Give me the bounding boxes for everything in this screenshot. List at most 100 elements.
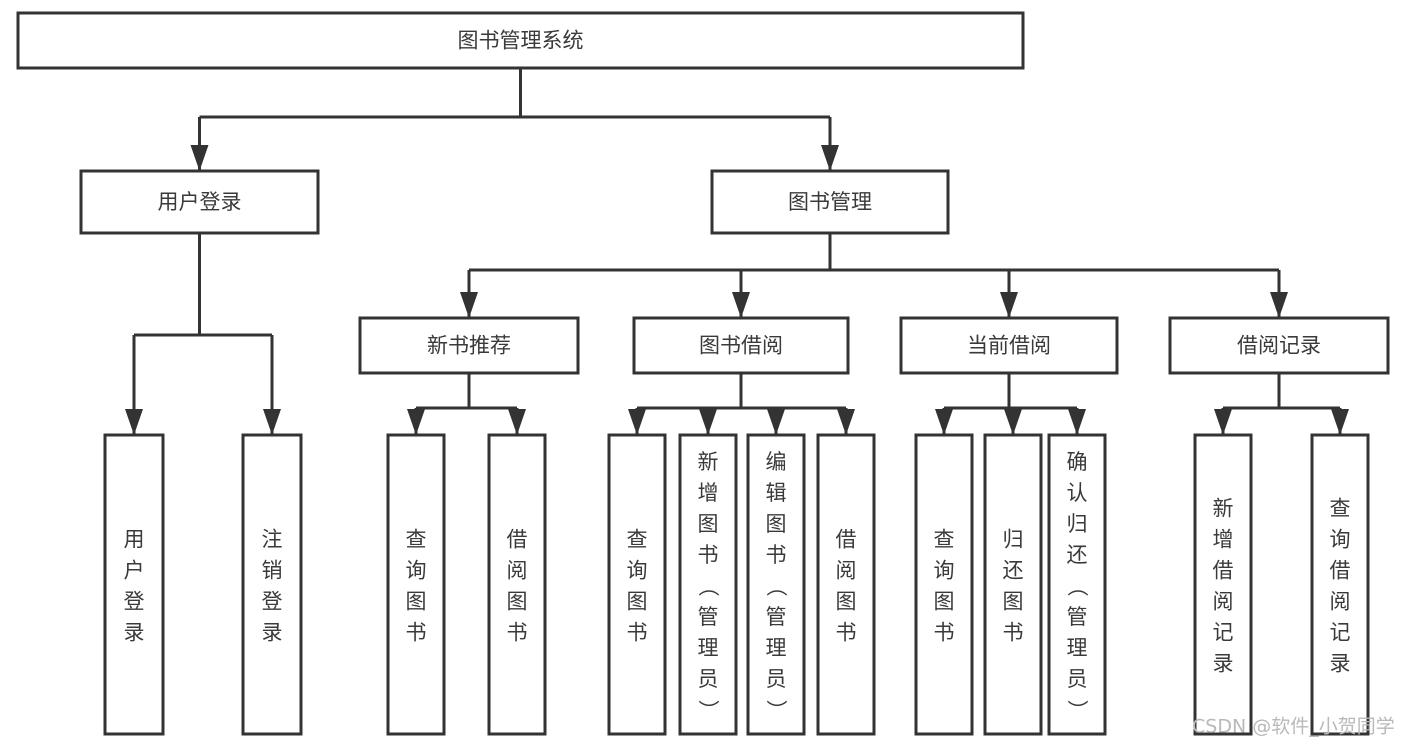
node-leaf-query-borrow-record-label-char: 记 [1330, 621, 1351, 645]
node-leaf-return-book-label-char: 还 [1003, 559, 1024, 583]
node-leaf-query-borrow-record[interactable]: 查询借阅记录查询借阅记录 [1310, 433, 1370, 736]
node-leaf-logout-login[interactable]: 注销登录注销登录 [241, 433, 303, 736]
node-user-login[interactable]: 用户登录 [79, 169, 320, 235]
arrow-head-icon [935, 409, 953, 435]
node-current-borrow-box[interactable] [899, 316, 1119, 375]
node-leaf-add-borrow-record[interactable]: 新增借阅记录新增借阅记录 [1193, 433, 1253, 736]
arrow-head-icon [508, 409, 526, 435]
node-leaf-logout-login-box[interactable] [241, 433, 303, 736]
node-current-borrow[interactable]: 当前借阅 [899, 316, 1119, 375]
node-book-manage-box[interactable] [710, 169, 950, 235]
node-new-book-recommend-box[interactable] [358, 316, 580, 375]
node-leaf-confirm-return-label-char: 理 [1067, 636, 1088, 660]
node-root-box[interactable] [16, 11, 1025, 70]
node-leaf-logout-login-label-char: 录 [262, 621, 283, 645]
node-leaf-return-book-label-char: 书 [1003, 621, 1024, 645]
node-new-book-recommend-label: 新书推荐 [427, 334, 511, 358]
node-leaf-query-book-1[interactable]: 查询图书查询图书 [386, 433, 446, 736]
node-layer: 图书管理系统用户登录图书管理新书推荐图书借阅当前借阅借阅记录用户登录用户登录注销… [16, 11, 1390, 736]
node-leaf-edit-book-label-char: 图 [766, 512, 787, 536]
node-leaf-confirm-return-label-char: 员 [1067, 667, 1088, 691]
node-leaf-borrow-book-2-label-char: 图 [836, 590, 857, 614]
node-root-label: 图书管理系统 [458, 29, 584, 53]
node-leaf-borrow-book-2-label-char: 书 [836, 621, 857, 645]
node-leaf-borrow-book-1-label-char: 图 [507, 590, 528, 614]
node-leaf-add-book-label-char: 理 [698, 636, 719, 660]
node-leaf-query-book-3-box[interactable] [914, 433, 974, 736]
csdn-watermark: CSDN @软件_小贺同学 [1192, 716, 1395, 738]
node-leaf-return-book-label-char: 图 [1003, 590, 1024, 614]
node-leaf-query-book-3-label-char: 查 [934, 528, 955, 552]
node-leaf-confirm-return-label-char: 归 [1067, 512, 1088, 536]
node-leaf-borrow-book-2-box[interactable] [816, 433, 876, 736]
node-leaf-add-book-label-char: 新 [698, 450, 719, 474]
node-leaf-query-borrow-record-label-char: 借 [1330, 559, 1351, 583]
node-leaf-add-book-label-char: 书 [698, 543, 719, 567]
node-leaf-query-book-2-label-char: 询 [627, 559, 648, 583]
node-leaf-return-book[interactable]: 归还图书归还图书 [983, 433, 1043, 736]
node-borrow-record-box[interactable] [1168, 316, 1390, 375]
node-leaf-add-book-label-char: 管 [698, 605, 719, 629]
arrow-head-icon [837, 409, 855, 435]
node-book-borrow[interactable]: 图书借阅 [632, 316, 850, 375]
node-leaf-user-login-label-char: 登 [124, 590, 145, 614]
node-leaf-add-borrow-record-label-char: 录 [1213, 652, 1234, 676]
node-new-book-recommend[interactable]: 新书推荐 [358, 316, 580, 375]
node-leaf-logout-login-label-char: 注 [262, 528, 283, 552]
node-leaf-edit-book-label-char: 管 [766, 605, 787, 629]
node-borrow-record-label: 借阅记录 [1237, 334, 1321, 358]
node-leaf-query-book-1-label-char: 询 [406, 559, 427, 583]
node-leaf-add-book-label-char: 员 [698, 667, 719, 691]
node-leaf-query-book-2-label-char: 图 [627, 590, 648, 614]
node-current-borrow-label: 当前借阅 [967, 334, 1051, 358]
node-leaf-user-login[interactable]: 用户登录用户登录 [103, 433, 165, 736]
node-leaf-query-book-1-label-char: 图 [406, 590, 427, 614]
arrow-head-icon [699, 409, 717, 435]
node-book-borrow-label: 图书借阅 [699, 334, 783, 358]
node-leaf-edit-book-label-char: 理 [766, 636, 787, 660]
node-leaf-query-book-3-label-char: 图 [934, 590, 955, 614]
node-leaf-user-login-label-char: 户 [124, 559, 145, 583]
node-leaf-borrow-book-1-box[interactable] [487, 433, 547, 736]
node-leaf-query-book-1-box[interactable] [386, 433, 446, 736]
node-book-manage[interactable]: 图书管理 [710, 169, 950, 235]
node-book-borrow-box[interactable] [632, 316, 850, 375]
node-leaf-query-borrow-record-box[interactable] [1310, 433, 1370, 736]
node-book-manage-label: 图书管理 [788, 190, 872, 214]
node-leaf-add-book-label-char: ） [696, 700, 720, 721]
node-leaf-confirm-return-box[interactable] [1047, 433, 1107, 736]
arrow-head-icon [263, 409, 281, 435]
node-leaf-add-borrow-record-label-char: 新 [1213, 497, 1234, 521]
node-leaf-add-book-box[interactable] [678, 433, 738, 736]
node-leaf-edit-book-label-char: 辑 [766, 481, 787, 505]
node-leaf-query-book-3[interactable]: 查询图书查询图书 [914, 433, 974, 736]
arrow-head-icon [125, 409, 143, 435]
node-leaf-edit-book-label-char: ） [764, 700, 788, 721]
node-leaf-confirm-return-label-char: ） [1065, 700, 1089, 721]
node-leaf-user-login-box[interactable] [103, 433, 165, 736]
node-leaf-return-book-box[interactable] [983, 433, 1043, 736]
arrow-head-icon [1214, 409, 1232, 435]
arrow-head-icon [460, 292, 478, 318]
node-leaf-query-borrow-record-label-char: 询 [1330, 528, 1351, 552]
node-leaf-add-borrow-record-label-char: 记 [1213, 621, 1234, 645]
node-root[interactable]: 图书管理系统 [16, 11, 1025, 70]
node-leaf-query-borrow-record-label-char: 查 [1330, 497, 1351, 521]
node-leaf-add-borrow-record-box[interactable] [1193, 433, 1253, 736]
node-leaf-query-book-1-label-char: 查 [406, 528, 427, 552]
node-leaf-query-book-2[interactable]: 查询图书查询图书 [607, 433, 667, 736]
node-leaf-edit-book-label-char: 员 [766, 667, 787, 691]
node-user-login-box[interactable] [79, 169, 320, 235]
node-leaf-edit-book-box[interactable] [746, 433, 806, 736]
node-leaf-borrow-book-2[interactable]: 借阅图书借阅图书 [816, 433, 876, 736]
node-leaf-confirm-return-label-char: （ [1065, 576, 1089, 597]
node-leaf-confirm-return-label-char: 确 [1067, 450, 1088, 474]
node-leaf-add-borrow-record-label-char: 增 [1213, 528, 1234, 552]
node-leaf-borrow-book-1[interactable]: 借阅图书借阅图书 [487, 433, 547, 736]
node-borrow-record[interactable]: 借阅记录 [1168, 316, 1390, 375]
node-leaf-query-book-2-box[interactable] [607, 433, 667, 736]
